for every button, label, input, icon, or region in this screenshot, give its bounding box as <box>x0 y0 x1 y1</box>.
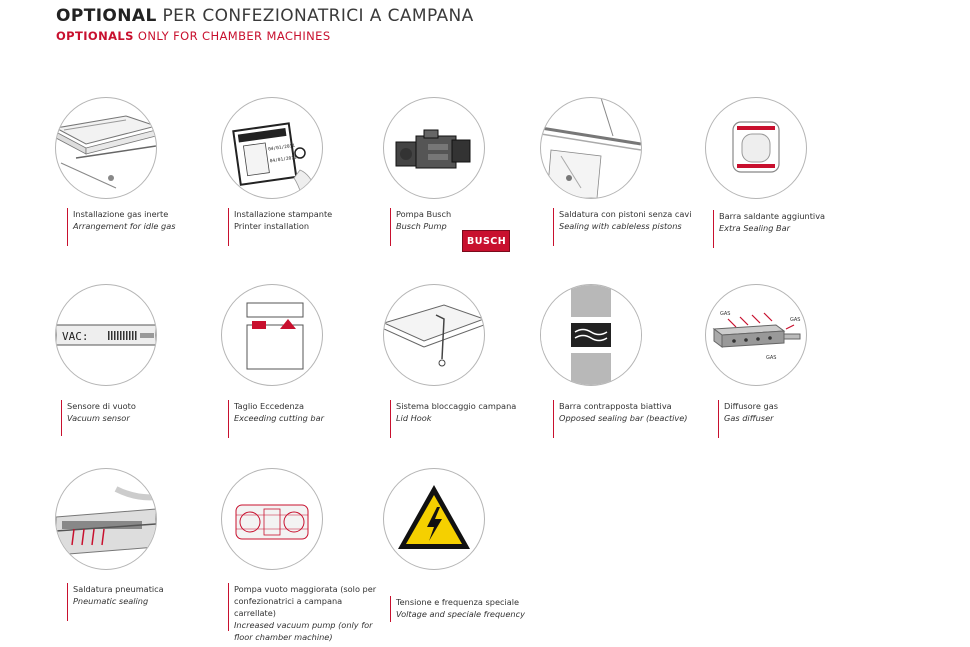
idle-gas-illustration <box>55 97 157 199</box>
printer-label-date-1: 04/01/2011 <box>268 143 296 153</box>
increased-pump-illustration <box>221 468 323 570</box>
caption-busch-pump: Pompa Busch Busch Pump <box>390 208 466 246</box>
caption-printer: Installazione stampante Printer installa… <box>228 208 364 246</box>
busch-pump-illustration <box>383 97 485 199</box>
caption-increased-pump: Pompa vuoto maggiorata (solo per confezi… <box>228 583 379 642</box>
cutting-bar-illustration <box>221 284 323 386</box>
caption-vacuum-sensor: Sensore di vuoto Vacuum sensor <box>61 400 197 436</box>
caption-opposed-sealing-bar: Barra contrapposta biattiva Opposed seal… <box>553 400 699 438</box>
page-subtitle: OPTIONALS ONLY FOR CHAMBER MACHINES <box>56 29 331 43</box>
caption-cableless-pistons: Saldatura con pistoni senza cavi Sealing… <box>553 208 699 246</box>
caption-special-voltage: Tensione e frequenza speciale Voltage an… <box>390 596 536 622</box>
caption-idle-gas: Installazione gas inerte Arrangement for… <box>67 208 203 246</box>
caption-gas-diffuser: Diffusore gas Gas diffuser <box>718 400 854 438</box>
gas-label-1: GAS <box>720 311 730 317</box>
busch-logo: BUSCH <box>462 230 510 252</box>
pneumatic-sealing-illustration <box>55 468 157 570</box>
lid-hook-illustration <box>383 284 485 386</box>
printer-illustration: 04/01/2011 04/01/2011 <box>221 97 323 199</box>
caption-cutting-bar: Taglio Eccedenza Exceeding cutting bar <box>228 400 364 438</box>
page-title: OPTIONAL PER CONFEZIONATRICI A CAMPANA <box>56 6 474 26</box>
gas-label-3: GAS <box>766 355 776 361</box>
printer-label-date-2: 04/01/2011 <box>269 155 297 165</box>
caption-lid-hook: Sistema bloccaggio campana Lid Hook <box>390 400 526 438</box>
vac-display-text: VAC: <box>62 330 89 343</box>
gas-diffuser-illustration: GAS GAS GAS <box>705 284 807 386</box>
opposed-sealing-bar-illustration <box>540 284 642 386</box>
vacuum-sensor-illustration: VAC: <box>55 284 157 386</box>
special-voltage-illustration <box>383 468 485 570</box>
gas-label-2: GAS <box>790 317 800 323</box>
caption-pneumatic-sealing: Saldatura pneumatica Pneumatic sealing <box>67 583 203 621</box>
extra-sealing-bar-illustration <box>705 97 807 199</box>
cableless-pistons-illustration <box>540 97 642 199</box>
caption-extra-sealing-bar: Barra saldante aggiuntiva Extra Sealing … <box>713 210 849 248</box>
